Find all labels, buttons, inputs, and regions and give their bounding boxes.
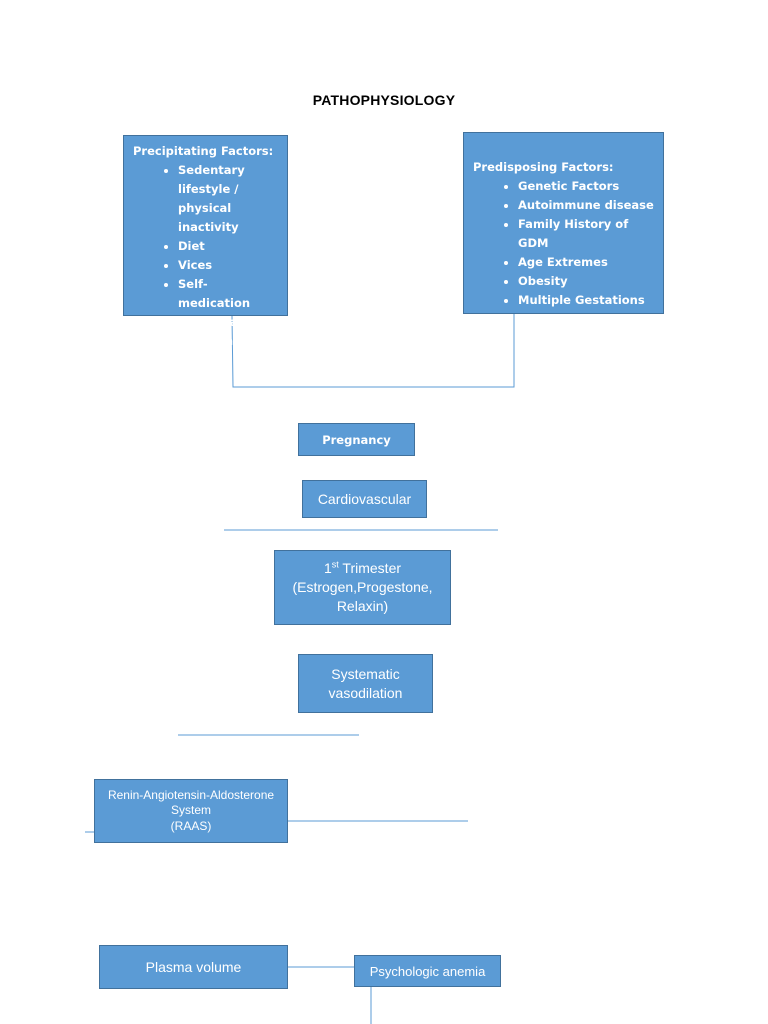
predisposing-factors-list: Genetic Factors Autoimmune disease Famil… xyxy=(473,177,655,310)
first-trimester-node: 1st Trimester (Estrogen,Progestone, Rela… xyxy=(274,550,451,625)
cardiovascular-node: Cardiovascular xyxy=(302,480,427,518)
plasma-volume-node: Plasma volume xyxy=(99,945,288,989)
raas-line-2: System xyxy=(170,803,211,818)
list-item: Obesity xyxy=(518,272,655,291)
list-item: Age Extremes xyxy=(518,253,655,272)
trimester-title: 1st Trimester xyxy=(323,559,402,576)
factors-join-connector xyxy=(231,314,515,388)
list-item: Genetic Factors xyxy=(518,177,655,196)
precipitating-factors-heading: Precipitating Factors: xyxy=(133,144,274,158)
psychologic-anemia-node: Psychologic anemia xyxy=(354,955,501,987)
psychologic-anemia-label: Psychologic anemia xyxy=(369,963,486,979)
trimester-hormones-line-2: Relaxin) xyxy=(336,598,389,614)
list-item: Family History of GDM xyxy=(518,215,655,253)
pregnancy-label: Pregnancy xyxy=(322,432,391,447)
vasodilation-line-2: vasodilation xyxy=(328,684,403,701)
raas-line-3: (RAAS) xyxy=(170,818,212,833)
plasma-volume-label: Plasma volume xyxy=(145,959,242,975)
list-item: Multiple Gestations xyxy=(518,291,655,310)
list-item: High intake of lipids and fats xyxy=(178,313,279,351)
predisposing-factors-heading: Predisposing Factors: xyxy=(473,160,614,174)
list-item: Self-medication xyxy=(178,275,279,313)
raas-line-1: Renin-Angiotensin-Aldosterone xyxy=(107,787,275,802)
list-item: Sedentary lifestyle / physical inactivit… xyxy=(178,161,279,237)
pregnancy-node: Pregnancy xyxy=(298,423,415,456)
precipitating-factors-list: Sedentary lifestyle / physical inactivit… xyxy=(133,161,279,351)
trimester-hormones-line-1: (Estrogen,Progestone, xyxy=(292,579,433,595)
vasodilation-line-1: Systematic xyxy=(331,665,400,682)
cardiovascular-label: Cardiovascular xyxy=(317,491,412,507)
predisposing-factors-box: Predisposing Factors: Genetic Factors Au… xyxy=(463,132,664,314)
list-item: Autoimmune disease xyxy=(518,196,655,215)
systematic-vasodilation-node: Systematic vasodilation xyxy=(298,654,433,713)
precipitating-factors-box: Precipitating Factors: Sedentary lifesty… xyxy=(123,135,288,348)
list-item: Diet xyxy=(178,237,279,256)
list-item: Vices xyxy=(178,256,279,275)
page-title: PATHOPHYSIOLOGY xyxy=(312,92,456,108)
raas-node: Renin-Angiotensin-Aldosterone System (RA… xyxy=(94,779,288,843)
